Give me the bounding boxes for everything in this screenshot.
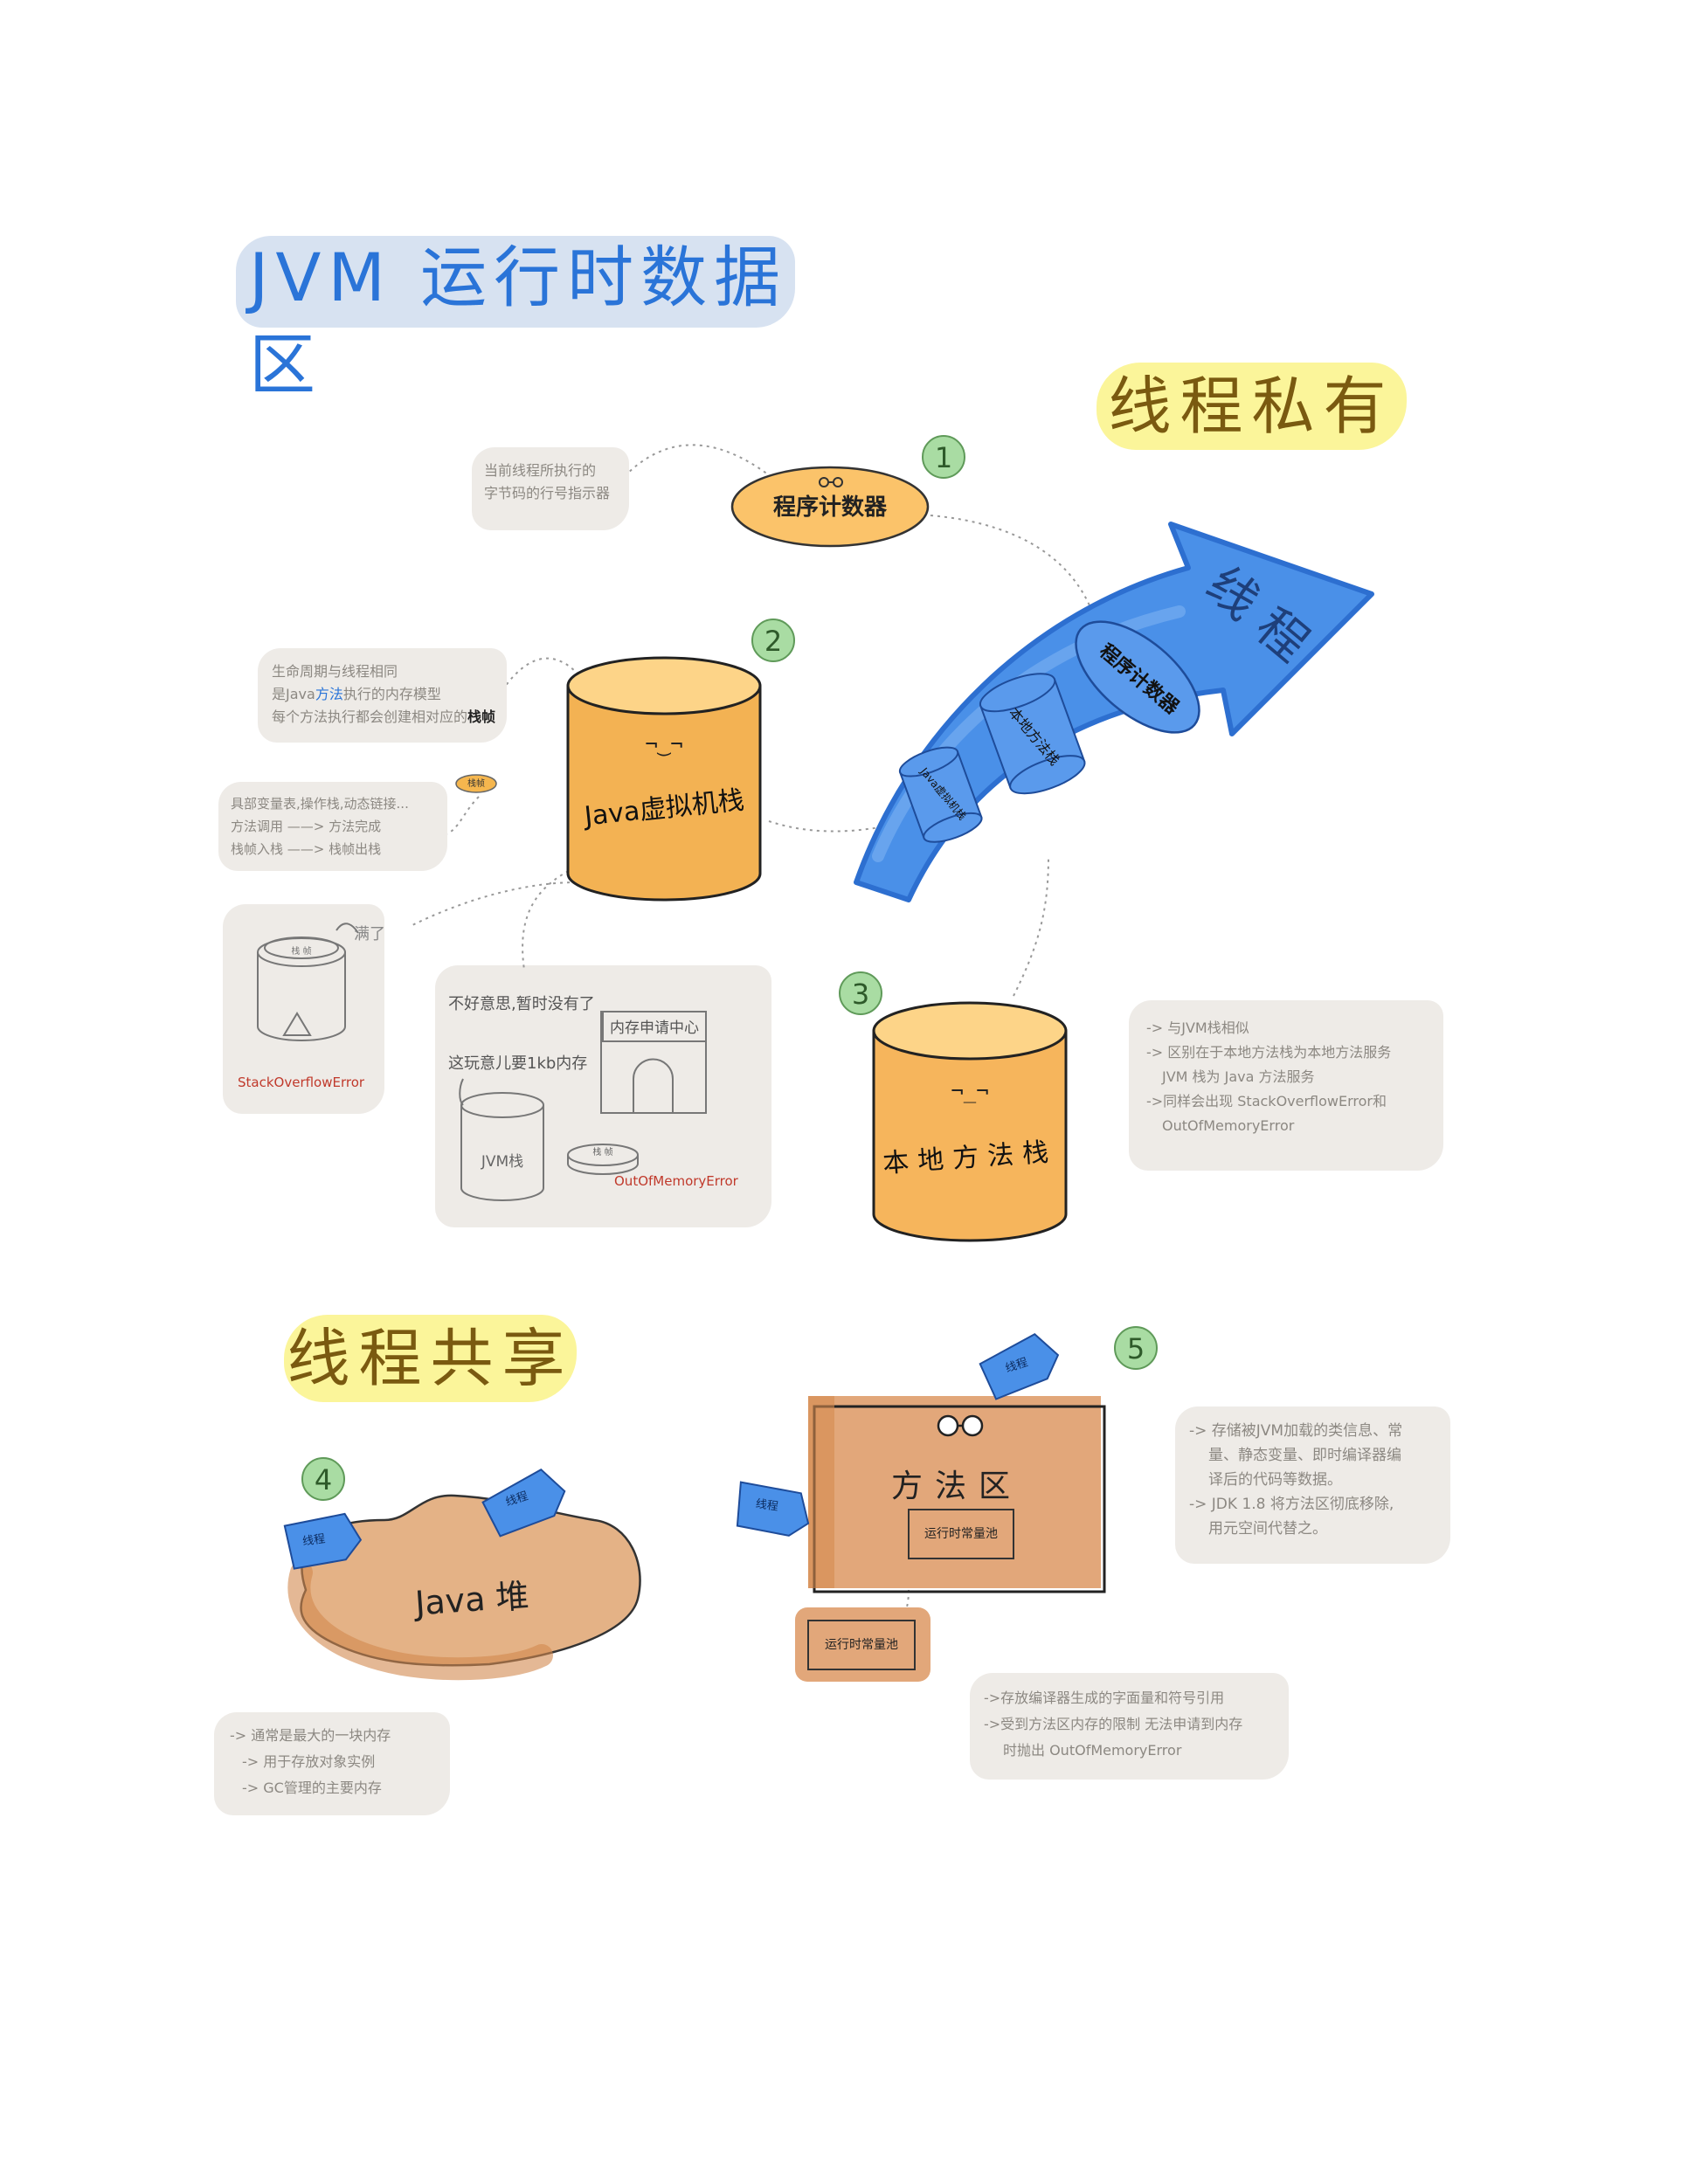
native-stack-face: ¬_¬ <box>951 1079 989 1103</box>
pc-register-note: 当前线程所执行的 字节码的行号指示器 <box>472 447 629 530</box>
note-line: 栈帧入栈 ——> 栈帧出栈 <box>231 841 382 857</box>
method-area-shape <box>795 1396 1106 1682</box>
oom-chip-label: 栈 帧 <box>592 1148 613 1158</box>
method-area-pool2-label: 运行时常量池 <box>825 1638 898 1652</box>
heap-shape <box>287 1494 641 1681</box>
note-line: ->同样会出现 StackOverflowError和 <box>1146 1093 1387 1109</box>
pc-register-label: 程序计数器 <box>772 494 887 521</box>
note-line: -> 用于存放对象实例 <box>242 1753 376 1770</box>
oom-error-label: OutOfMemoryError <box>614 1173 738 1189</box>
frame-chip-shape <box>455 774 497 793</box>
method-area-note: -> 存储被JVM加载的类信息、常 量、静态变量、即时编译器编 译后的代码等数据… <box>1175 1406 1450 1564</box>
note-line: 当前线程所执行的 <box>484 462 597 479</box>
number-badge-3: 3 <box>839 971 882 1015</box>
heap-tag-left <box>283 1512 363 1570</box>
connector-native-arrow <box>1013 855 1049 997</box>
arrow-item-stack-cylinder <box>898 746 983 843</box>
note-line: -> 通常是最大的一块内存 <box>230 1727 391 1744</box>
arrow-item-native-cylinder <box>979 673 1086 795</box>
note-line: 量、静态变量、即时编译器编 <box>1208 1447 1401 1464</box>
heap-note: -> 通常是最大的一块内存 -> 用于存放对象实例 -> GC管理的主要内存 <box>214 1712 450 1815</box>
method-area-label: 方法区 <box>890 1469 1022 1504</box>
oom-line-2: 这玩意儿要1kb内存 <box>448 1054 588 1073</box>
note-text: 是Java <box>272 686 315 702</box>
frame-chip-label: 栈帧 <box>467 779 485 789</box>
oom-booth-label: 内存申请中心 <box>610 1019 699 1037</box>
oom-error-text: OutOfMemoryError <box>614 1173 738 1189</box>
note-highlight-method: 方法 <box>315 686 343 702</box>
method-tag-top <box>979 1332 1060 1400</box>
number-badge-4: 4 <box>301 1457 345 1501</box>
constant-pool-note: ->存放编译器生成的字面量和符号引用 ->受到方法区内存的限制 无法申请到内存 … <box>970 1673 1289 1780</box>
connector-pc-note <box>624 444 787 490</box>
pc-register-shape <box>730 466 930 548</box>
vm-stack-cylinder <box>566 656 762 902</box>
number-badge-1: 1 <box>922 435 965 479</box>
note-line: 每个方法执行都会创建相对应的栈帧 <box>272 706 496 729</box>
note-highlight-frame: 栈帧 <box>467 708 496 725</box>
note-line: 生命周期与线程相同 <box>272 663 398 680</box>
native-stack-note: -> 与JVM栈相似 -> 区别在于本地方法栈为本地方法服务 JVM 栈为 Ja… <box>1129 1000 1443 1171</box>
vm-stack-face: ¬‿¬ <box>645 732 683 757</box>
note-line: ->受到方法区内存的限制 无法申请到内存 <box>984 1716 1243 1732</box>
soe-chip-label: 栈 帧 <box>291 947 312 957</box>
oom-stack-label: JVM栈 <box>481 1153 524 1171</box>
note-line: 字节码的行号指示器 <box>484 485 611 501</box>
vm-stack-note-1: 生命周期与线程相同 是Java方法执行的内存模型 每个方法执行都会创建相对应的栈… <box>258 648 507 743</box>
connector-frame-chip <box>445 796 480 835</box>
soe-error-label: StackOverflowError <box>238 1075 364 1090</box>
note-text: 执行的内存模型 <box>342 686 441 702</box>
note-line: -> 区别在于本地方法栈为本地方法服务 <box>1146 1044 1392 1061</box>
note-line: OutOfMemoryError <box>1162 1117 1295 1134</box>
note-line: 方法调用 ——> 方法完成 <box>231 819 382 834</box>
note-line: -> JDK 1.8 将方法区彻底移除, <box>1189 1496 1394 1513</box>
note-line: JVM 栈为 Java 方法服务 <box>1162 1068 1315 1085</box>
note-line: 用元空间代替之。 <box>1208 1520 1327 1538</box>
connector-stack-note1 <box>502 657 578 691</box>
vm-stack-note-2: 具部变量表,操作栈,动态链接... 方法调用 ——> 方法完成 栈帧入栈 ——>… <box>218 782 447 871</box>
native-stack-cylinder <box>872 1001 1068 1242</box>
note-text: 每个方法执行都会创建相对应的 <box>272 708 468 725</box>
heap-tag-right <box>481 1468 566 1538</box>
note-line: 具部变量表,操作栈,动态链接... <box>231 796 409 812</box>
pc-glasses-icon <box>819 477 843 487</box>
note-line: 时抛出 OutOfMemoryError <box>1003 1742 1182 1759</box>
connector-stack-soe <box>410 881 578 927</box>
soe-full-label: 满了 <box>354 925 385 943</box>
number-badge-2: 2 <box>751 619 795 662</box>
method-tag-left-label: 线程 <box>754 1497 779 1514</box>
number-badge-5: 5 <box>1114 1326 1158 1370</box>
soe-sketch <box>257 923 359 1041</box>
note-line: -> GC管理的主要内存 <box>242 1780 382 1796</box>
method-area-pool-label: 运行时常量池 <box>924 1527 998 1541</box>
oom-sketch <box>459 1011 707 1201</box>
connector-pc-arrow <box>930 515 1093 612</box>
connector-stack-arrow <box>768 820 910 833</box>
soe-error-text: StackOverflowError <box>238 1075 365 1090</box>
note-line: 译后的代码等数据。 <box>1208 1471 1342 1489</box>
heap-tag-left-label: 线程 <box>301 1532 327 1549</box>
note-line: -> 存储被JVM加载的类信息、常 <box>1189 1422 1403 1440</box>
note-line: 是Java方法执行的内存模型 <box>272 683 493 706</box>
method-area-glasses-icon <box>937 1414 984 1437</box>
note-line: -> 与JVM栈相似 <box>1146 1019 1249 1036</box>
method-tag-left <box>736 1481 810 1537</box>
arrow-item-pc <box>1075 620 1200 734</box>
thread-arrow <box>854 522 1374 902</box>
section-private-title: 线程私有 <box>1097 363 1407 450</box>
section-shared-title: 线程共享 <box>284 1315 577 1402</box>
note-line: ->存放编译器生成的字面量和符号引用 <box>984 1690 1225 1706</box>
oom-line-1: 不好意思,暂时没有了 <box>448 995 595 1013</box>
page-title: JVM 运行时数据区 <box>249 238 788 404</box>
